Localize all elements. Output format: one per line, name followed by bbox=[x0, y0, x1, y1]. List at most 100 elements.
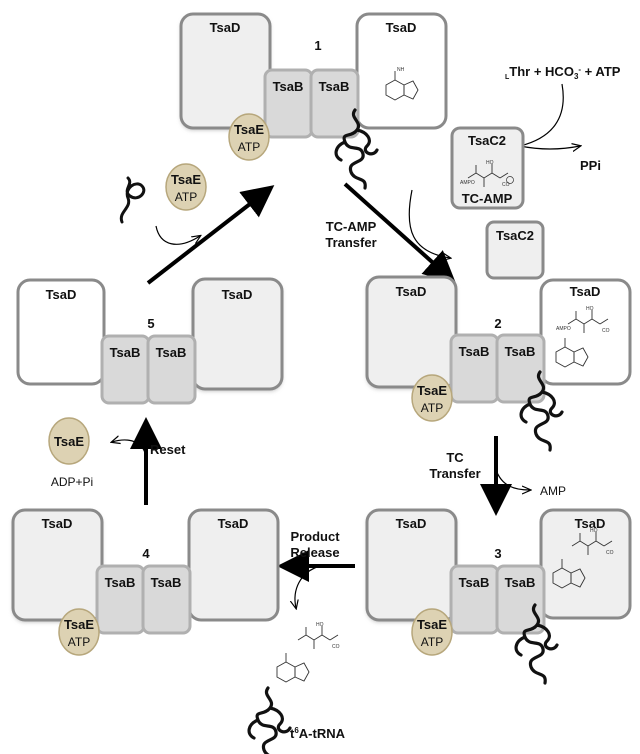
tc-transfer-label-2: Transfer bbox=[429, 466, 480, 481]
tsad-left bbox=[16, 278, 106, 386]
tsab-left-label: TsaB bbox=[459, 344, 490, 359]
tsae-free-atp-label: ATP bbox=[175, 190, 197, 204]
substrate-reaction: LThr + HCO3- + ATP PPi bbox=[505, 64, 621, 173]
charge-circle bbox=[506, 176, 514, 184]
tsab-right bbox=[141, 564, 192, 635]
svg-text:CO: CO bbox=[606, 550, 614, 556]
tsae-released-label: TsaE bbox=[54, 434, 84, 449]
tsad-left-label: TsaD bbox=[396, 284, 427, 299]
tsae-oval bbox=[58, 608, 100, 656]
tsad-right bbox=[191, 277, 284, 391]
tc-amp-transfer-label-1: TC-AMP bbox=[326, 219, 377, 234]
adenine-structure: NH bbox=[385, 67, 419, 101]
free-trna-squiggle bbox=[119, 176, 146, 224]
tsab-right-label: TsaB bbox=[319, 79, 350, 94]
tc-amp-structure: AMPO HO CO bbox=[556, 306, 610, 334]
svg-text:HO: HO bbox=[316, 622, 324, 628]
state-number: 3 bbox=[494, 546, 501, 561]
svg-text:AMPO: AMPO bbox=[556, 326, 571, 332]
state-number: 5 bbox=[147, 316, 154, 331]
tsad-right-label: TsaD bbox=[570, 284, 601, 299]
tsae-free-label: TsaE bbox=[171, 172, 201, 187]
amp-release-curve bbox=[495, 469, 530, 490]
tsae-label: TsaE bbox=[234, 122, 264, 137]
tsae-free-oval bbox=[165, 163, 207, 211]
product-release-curve bbox=[295, 565, 321, 608]
substrate-curve bbox=[519, 83, 564, 147]
svg-text:HO: HO bbox=[590, 528, 598, 534]
tsae-oval bbox=[411, 608, 453, 656]
tsac2-free-label: TsaC2 bbox=[496, 228, 534, 243]
tsab-right bbox=[146, 334, 197, 405]
tc-structure: HO CO bbox=[571, 528, 614, 556]
tsac2-free-box bbox=[485, 220, 545, 280]
product-release-label-1: Product bbox=[290, 529, 340, 544]
svg-text:HO: HO bbox=[486, 160, 494, 166]
tsae-released-oval bbox=[48, 417, 90, 465]
tsab-right-label: TsaB bbox=[505, 344, 536, 359]
state-3: TsaD TsaD TsaB TsaB 3 TsaE ATP HO CO bbox=[365, 508, 632, 685]
amp-label: AMP bbox=[540, 484, 566, 498]
substrates-label: LThr + HCO3- + ATP bbox=[505, 64, 621, 81]
reset-label: Reset bbox=[150, 442, 186, 457]
adenine-structure bbox=[276, 652, 310, 683]
binding-curve bbox=[155, 225, 200, 245]
tsad-right bbox=[539, 508, 632, 620]
svg-text:CO: CO bbox=[602, 328, 610, 334]
tsab-right-label: TsaB bbox=[505, 575, 536, 590]
tsae-label: TsaE bbox=[417, 383, 447, 398]
tsad-left bbox=[365, 275, 458, 389]
ppi-arrow bbox=[519, 146, 580, 149]
tsad-right-label: TsaD bbox=[222, 287, 253, 302]
t6a-trna-label: t6A-tRNA bbox=[290, 726, 346, 741]
tc-amp-structure: AMPO HO CO bbox=[460, 160, 510, 188]
tsae-label: TsaE bbox=[64, 617, 94, 632]
adp-pi-label: ADP+Pi bbox=[51, 475, 93, 489]
ppi-label: PPi bbox=[580, 158, 601, 173]
tsad-left-label: TsaD bbox=[210, 20, 241, 35]
tsae-atp-label: ATP bbox=[238, 140, 260, 154]
tsae-label: TsaE bbox=[417, 617, 447, 632]
tc-structure: HO CO bbox=[297, 622, 340, 650]
tsad-right-label: TsaD bbox=[575, 516, 606, 531]
tsab-left-label: TsaB bbox=[110, 345, 141, 360]
tc-transfer-label-1: TC bbox=[446, 450, 464, 465]
tsab-left-label: TsaB bbox=[459, 575, 490, 590]
state-4: TsaD TsaD TsaB TsaB 4 TsaE ATP bbox=[11, 508, 280, 656]
tc-amp-label: TC-AMP bbox=[462, 191, 513, 206]
tsab-left-label: TsaB bbox=[105, 575, 136, 590]
state-2: TsaD TsaD TsaB TsaB 2 TsaE ATP AMPO HO C… bbox=[365, 275, 632, 452]
tsab-left-label: TsaB bbox=[273, 79, 304, 94]
svg-text:CO: CO bbox=[332, 644, 340, 650]
svg-text:NH: NH bbox=[397, 67, 405, 73]
tsae-oval bbox=[411, 374, 453, 422]
tsab-right bbox=[309, 68, 360, 139]
svg-text:AMPO: AMPO bbox=[460, 180, 475, 186]
tsad-left-label: TsaD bbox=[396, 516, 427, 531]
state-number: 1 bbox=[314, 38, 321, 53]
tsad-right-label: TsaD bbox=[218, 516, 249, 531]
tsab-right-label: TsaB bbox=[156, 345, 187, 360]
svg-text:CO: CO bbox=[502, 182, 510, 188]
tsae-release-curve bbox=[112, 440, 147, 461]
tsac2-label: TsaC2 bbox=[468, 133, 506, 148]
state-1: TsaD TsaD TsaB TsaB 1 TsaE ATP NH bbox=[179, 12, 448, 190]
trna-squiggle bbox=[247, 686, 292, 754]
tsad-left-label: TsaD bbox=[42, 516, 73, 531]
tsad-right bbox=[187, 508, 280, 622]
tsab-right bbox=[495, 564, 546, 635]
tsab-right bbox=[495, 333, 546, 404]
svg-text:HO: HO bbox=[586, 306, 594, 312]
state-number: 4 bbox=[142, 546, 150, 561]
tsab-right-label: TsaB bbox=[151, 575, 182, 590]
tsae-atp-label: ATP bbox=[68, 635, 90, 649]
state-number: 2 bbox=[494, 316, 501, 331]
product-release-label-2: Release bbox=[290, 545, 339, 560]
tsae-atp-label: ATP bbox=[421, 401, 443, 415]
released-product: HO CO t6A-tRNA bbox=[247, 622, 346, 754]
tsad-right-label: TsaD bbox=[386, 20, 417, 35]
tsac2-box bbox=[450, 126, 525, 210]
arrow-5-to-1 bbox=[146, 185, 275, 285]
state-5: TsaD TsaD TsaB TsaB 5 bbox=[16, 277, 284, 405]
